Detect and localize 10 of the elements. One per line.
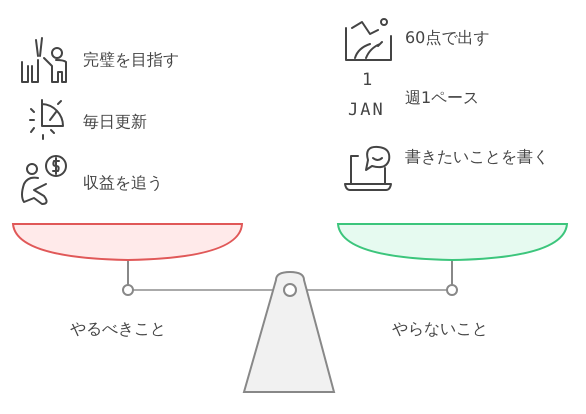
goal-text: 60点で出す [405,27,490,49]
goal-text: 週1ペース [405,87,480,109]
calendar-day-text: 1 [362,69,372,91]
side-label: やらないこと [392,318,488,340]
goal-text: 収益を追う [83,172,163,194]
calendar-month-text: JAN [348,99,385,121]
goal-text: 完璧を目指す [83,49,179,71]
goal-text: 毎日更新 [83,111,147,133]
side-label: やるべきこと [70,318,166,340]
goal-text: 書きたいことを書く [405,146,550,168]
